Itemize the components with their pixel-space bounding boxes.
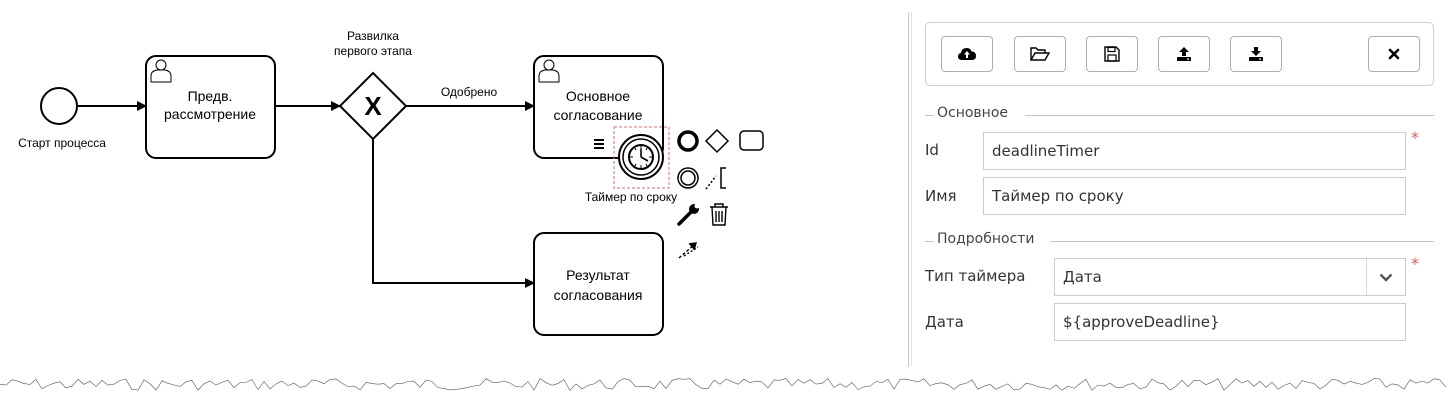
folder-open-icon	[1030, 47, 1050, 61]
append-gateway-icon[interactable]	[704, 128, 730, 154]
append-end-event-icon[interactable]	[677, 130, 699, 152]
task-result[interactable]: Результат согласования	[533, 232, 664, 336]
start-event[interactable]: Старт процесса	[18, 87, 106, 150]
date-label: Дата	[925, 313, 964, 331]
save-icon	[1104, 46, 1120, 62]
id-required-mark: *	[1411, 128, 1419, 147]
trash-icon[interactable]	[710, 203, 728, 226]
export-icon	[1177, 47, 1191, 61]
wrench-icon[interactable]	[677, 203, 700, 226]
gateway-label-line2: первого этапа	[334, 44, 412, 58]
cloud-upload-icon	[958, 48, 976, 60]
timer-type-value: Дата	[1063, 268, 1102, 286]
import-button[interactable]	[1230, 36, 1282, 72]
section-details-title: Подробности	[937, 231, 1040, 247]
close-button[interactable]	[1368, 36, 1420, 72]
close-icon	[1388, 48, 1400, 60]
section-main-title: Основное	[937, 105, 1014, 121]
connect-icon[interactable]	[678, 242, 699, 259]
import-icon	[1249, 47, 1263, 61]
torn-edge-decoration	[0, 368, 1450, 391]
toolbar	[925, 22, 1434, 86]
user-task-icon	[538, 59, 560, 83]
date-input[interactable]: ${approveDeadline}	[1054, 303, 1406, 341]
exclusive-gateway[interactable]: X Развилка первого этапа	[334, 29, 412, 141]
text-annotation-icon[interactable]	[705, 167, 726, 190]
cloud-upload-button[interactable]	[941, 36, 993, 72]
save-button[interactable]	[1086, 36, 1138, 72]
task-result-line2: согласования	[554, 287, 643, 303]
task-review-line1: Предв.	[188, 88, 233, 104]
gateway-label-line1: Развилка	[347, 29, 399, 43]
parallel-multi-instance-icon	[594, 139, 604, 149]
id-input[interactable]: deadlineTimer	[983, 132, 1406, 170]
start-event-label: Старт процесса	[18, 136, 106, 150]
append-task-icon[interactable]	[739, 130, 764, 151]
section-details: Подробности	[925, 231, 1434, 251]
timer-type-select[interactable]: Дата	[1054, 258, 1406, 296]
append-intermediate-event-icon[interactable]	[677, 167, 699, 189]
timer-label: Таймер по сроку	[585, 190, 677, 204]
export-button[interactable]	[1158, 36, 1210, 72]
context-pad	[677, 128, 764, 259]
task-main-line2: согласование	[553, 107, 642, 123]
sequence-flows[interactable]	[77, 101, 535, 288]
timer-type-label: Тип таймера	[925, 267, 1026, 285]
user-task-icon	[150, 59, 172, 83]
task-result-line1: Результат	[566, 267, 630, 283]
panel-divider[interactable]	[908, 12, 909, 367]
name-label: Имя	[925, 187, 957, 205]
task-review-line2: рассмотрение	[164, 106, 256, 122]
clock-icon	[628, 144, 654, 170]
bpmn-canvas[interactable]: Старт процесса Предв. рассмотрение X Раз…	[0, 0, 905, 370]
section-main: Основное	[925, 105, 1434, 125]
task-main-approval[interactable]: Основное согласование	[533, 55, 664, 159]
timer-type-required-mark: *	[1411, 254, 1419, 273]
id-label: Id	[925, 141, 939, 159]
task-review[interactable]: Предв. рассмотрение	[145, 55, 276, 159]
gateway-x-marker: X	[364, 91, 382, 121]
chevron-down-icon[interactable]	[1366, 259, 1405, 295]
task-main-line1: Основное	[566, 88, 630, 104]
timer-boundary-event[interactable]: Таймер по сроку	[585, 126, 677, 204]
name-input[interactable]: Таймер по сроку	[983, 177, 1406, 215]
flow-approved-label: Одобрено	[441, 85, 498, 99]
panel-divider-shadow	[911, 12, 912, 367]
open-file-button[interactable]	[1014, 36, 1066, 72]
